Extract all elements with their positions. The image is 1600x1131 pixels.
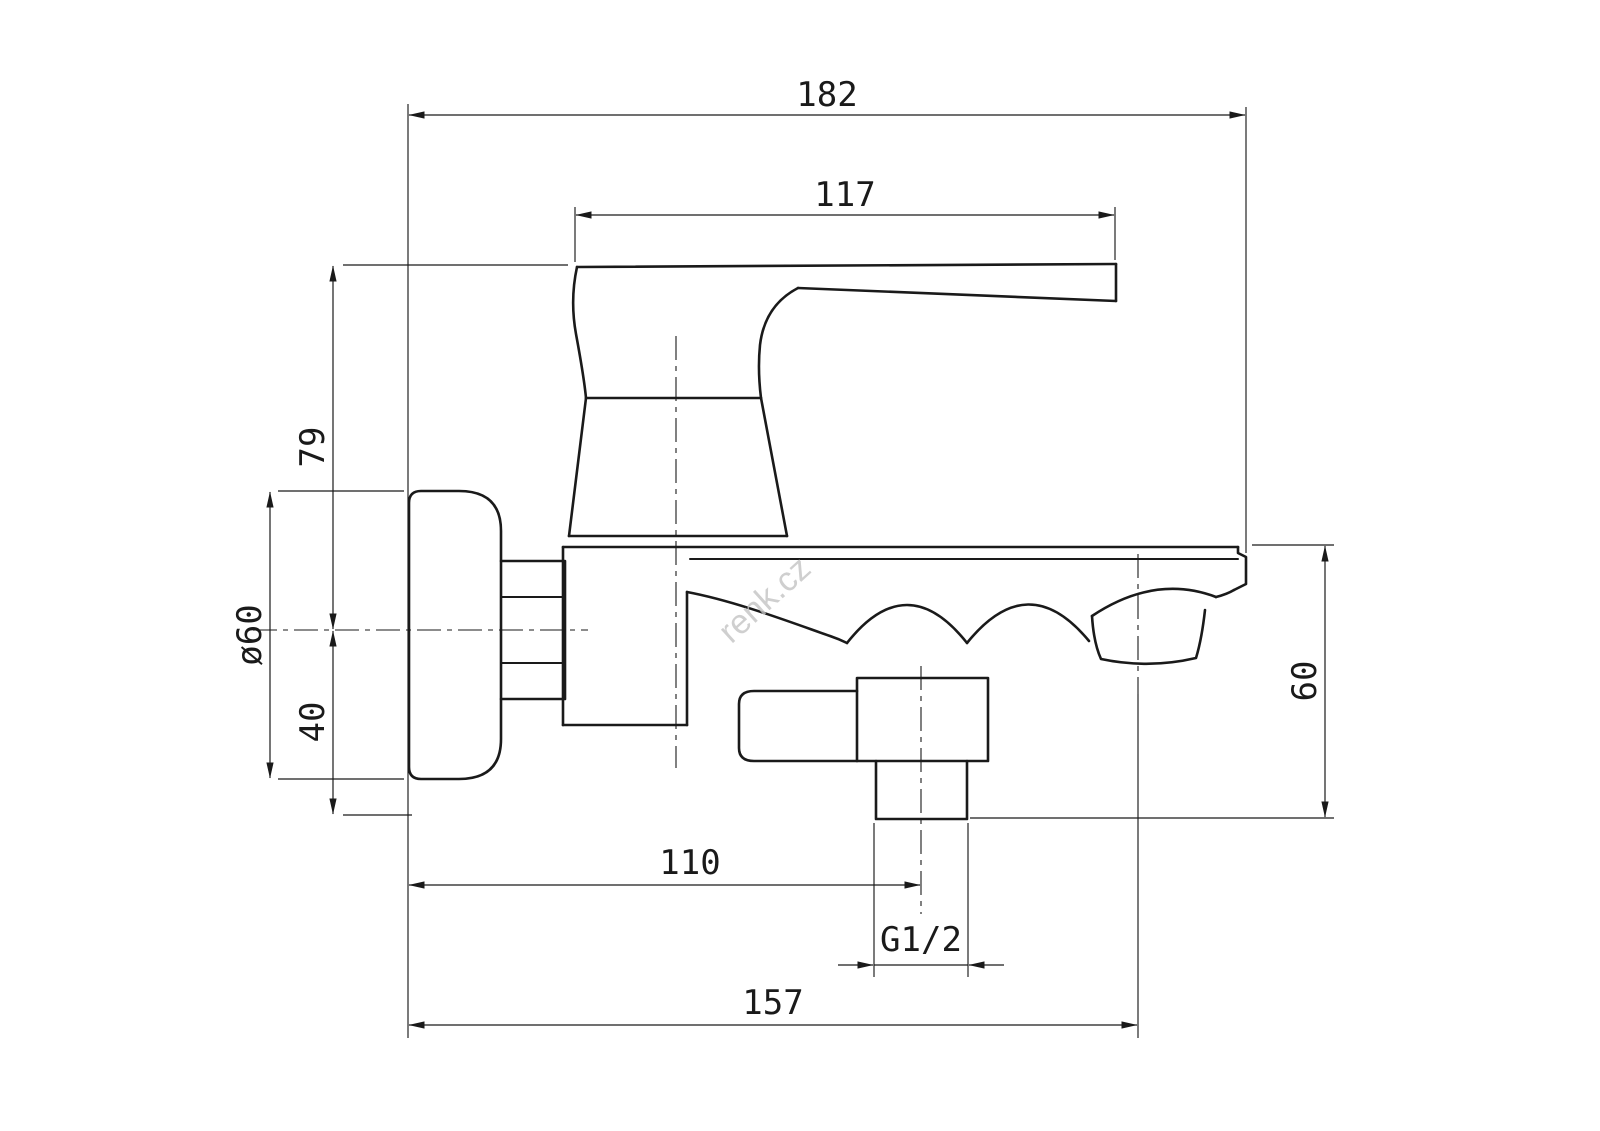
dimension-g12-thread: G1/2 xyxy=(838,920,1004,969)
dim-label-60-diameter: ø60 xyxy=(230,604,270,665)
dim-label-182: 182 xyxy=(796,75,857,115)
shower-outlet xyxy=(737,676,990,821)
dim-label-157: 157 xyxy=(742,983,803,1023)
dimension-40: 40 xyxy=(293,630,337,815)
dimension-157: 157 xyxy=(408,983,1138,1029)
spout xyxy=(561,545,1248,666)
mounting-nut xyxy=(499,559,567,701)
dimension-60-diameter: ø60 xyxy=(230,491,274,779)
dimension-182: 182 xyxy=(408,75,1246,119)
dim-label-79: 79 xyxy=(293,427,333,468)
wall-flange xyxy=(407,489,503,781)
cartridge-housing xyxy=(567,396,789,538)
watermark: renk.cz xyxy=(711,549,818,651)
mixer-handle xyxy=(571,262,1118,400)
faucet-outline xyxy=(407,262,1248,821)
extension-lines xyxy=(278,104,1334,1038)
centerlines xyxy=(253,336,1139,914)
dim-label-60-right: 60 xyxy=(1285,661,1325,702)
dimension-117: 117 xyxy=(575,175,1115,219)
spout-aerator xyxy=(1090,608,1207,666)
dim-label-117: 117 xyxy=(814,175,875,215)
valve-body xyxy=(561,545,689,727)
dimension-79: 79 xyxy=(293,265,337,630)
dimension-110: 110 xyxy=(408,843,921,889)
dimension-60-right: 60 xyxy=(1285,545,1329,818)
dim-label-g12: G1/2 xyxy=(880,920,962,960)
dim-label-110: 110 xyxy=(659,843,720,883)
dim-label-40: 40 xyxy=(293,702,333,743)
